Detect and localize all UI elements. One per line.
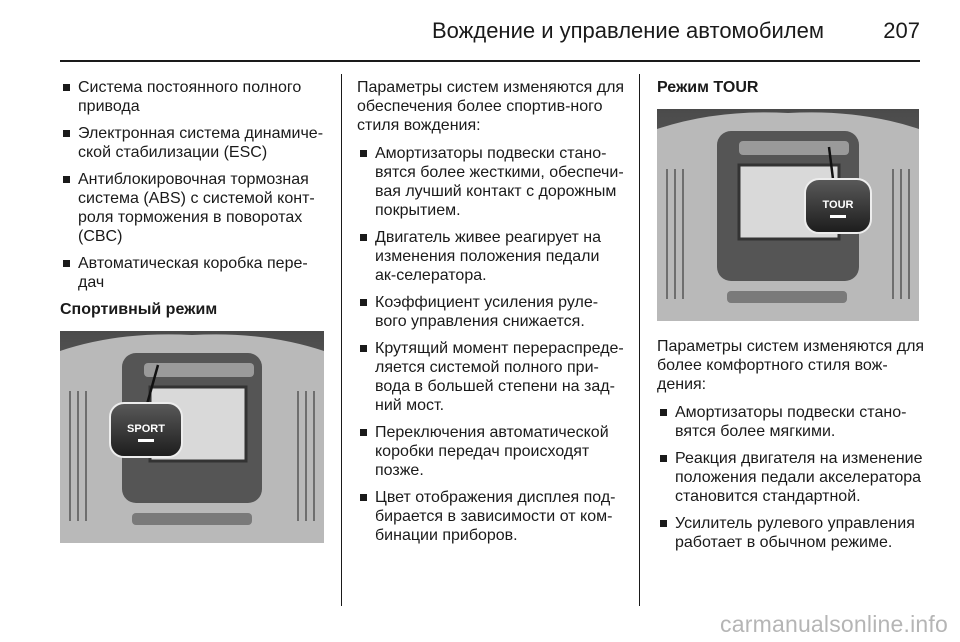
- intro-paragraph: Параметры систем изменяются для более ко…: [657, 338, 925, 393]
- list-item: Амортизаторы подвески стано-вятся более …: [657, 403, 925, 441]
- list-item: Амортизаторы подвески стано-вятся более …: [357, 144, 625, 220]
- list-item: Антиблокировочная тормозная система (ABS…: [60, 170, 324, 246]
- list-item: Автоматическая коробка пере-дач: [60, 254, 324, 292]
- sport-effects-list: Амортизаторы подвески стано-вятся более …: [357, 144, 625, 545]
- column-2: Параметры систем изменяются для обеспече…: [357, 78, 625, 553]
- list-item: Усилитель рулевого управления работает в…: [657, 514, 925, 552]
- column-3: Режим TOUR TOUR Параметры систем изменяю…: [657, 78, 925, 560]
- list-item: Переключения автоматической коробки пере…: [357, 423, 625, 480]
- intro-paragraph: Параметры систем изменяются для обеспече…: [357, 79, 625, 134]
- watermark: carmanualsonline.info: [720, 611, 948, 637]
- sport-button-label: SPORT: [127, 423, 165, 435]
- page-number: 207: [883, 18, 920, 43]
- column-divider: [341, 74, 342, 606]
- tour-button-label: TOUR: [823, 199, 854, 211]
- page-header: Вождение и управление автомобилем 207: [60, 0, 920, 62]
- section-heading-sport: Спортивный режим: [60, 301, 218, 318]
- list-item: Крутящий момент перераспреде-ляется сист…: [357, 339, 625, 415]
- tour-button-photo: TOUR: [657, 109, 919, 321]
- list-item: Реакция двигателя на изменение положения…: [657, 449, 925, 506]
- list-item: Цвет отображения дисплея под-бирается в …: [357, 488, 625, 545]
- list-item: Электронная система динамиче-ской стабил…: [60, 124, 324, 162]
- list-item: Система постоянного полного привода: [60, 78, 324, 116]
- list-item: Коэффициент усиления руле-вого управлени…: [357, 293, 625, 331]
- list-item: Двигатель живее реагирует на изменения п…: [357, 228, 625, 285]
- feature-list: Система постоянного полного привода Элек…: [60, 78, 324, 292]
- column-divider: [639, 74, 640, 606]
- tour-effects-list: Амортизаторы подвески стано-вятся более …: [657, 403, 925, 552]
- page-title: Вождение и управление автомобилем: [431, 18, 824, 43]
- section-heading-tour: Режим TOUR: [657, 79, 759, 96]
- column-1: Система постоянного полного привода Элек…: [60, 78, 324, 559]
- sport-button-photo: SPORT: [60, 331, 324, 543]
